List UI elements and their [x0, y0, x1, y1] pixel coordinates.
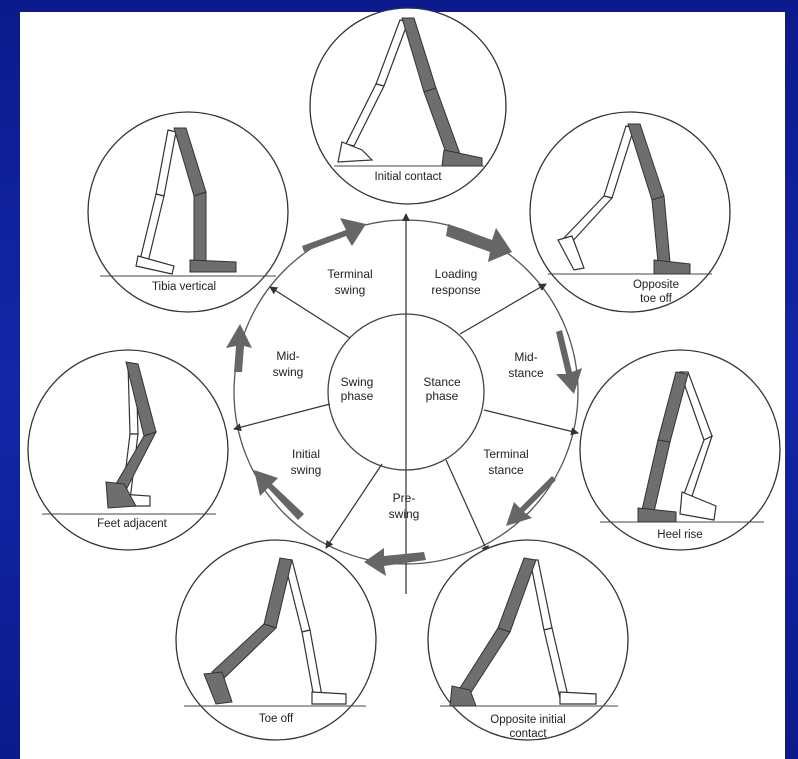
- terminal-stance-line2: stance: [488, 463, 524, 477]
- line-feet-adjacent: [234, 404, 330, 429]
- pre-swing-line2: swing: [389, 507, 420, 521]
- caption-opposite-initial-contact-2: contact: [509, 728, 547, 740]
- bubble-opposite-toe-off: Opposite toe off: [530, 112, 730, 312]
- loading-response-line1: Loading: [435, 267, 478, 281]
- line-opposite-initial-contact: [446, 460, 488, 553]
- caption-initial-contact: Initial contact: [374, 171, 442, 183]
- event-lines: [234, 214, 578, 594]
- line-toe-off: [326, 464, 382, 548]
- arrow-loading-response: [446, 224, 512, 262]
- arrow-mid-swing: [226, 324, 252, 372]
- bubble-heel-rise: Heel rise: [580, 350, 780, 550]
- caption-toe-off: Toe off: [259, 713, 294, 725]
- arrow-initial-swing: [254, 470, 304, 520]
- mid-stance-line1: Mid-: [514, 350, 537, 364]
- bubble-initial-contact: Initial contact: [310, 8, 506, 204]
- bubble-toe-off: Toe off: [176, 540, 376, 740]
- arrow-terminal-swing: [302, 218, 366, 252]
- initial-swing-line2: swing: [291, 463, 322, 477]
- caption-opposite-toe-off-1: Opposite: [633, 279, 679, 291]
- caption-opposite-toe-off-2: toe off: [640, 293, 673, 305]
- bubble-opposite-initial-contact: Opposite initial contact: [428, 540, 628, 740]
- initial-swing-line1: Initial: [292, 447, 320, 461]
- pre-swing-line1: Pre-: [393, 491, 416, 505]
- mid-swing-line1: Mid-: [276, 349, 299, 363]
- arrow-pre-swing: [364, 548, 426, 576]
- line-heel-rise: [484, 410, 578, 433]
- stance-phase-line2: phase: [426, 389, 459, 403]
- stance-phase-line1: Stance: [423, 375, 461, 389]
- mid-swing-line2: swing: [273, 365, 304, 379]
- terminal-stance-line1: Terminal: [483, 447, 528, 461]
- bubble-feet-adjacent: Feet adjacent: [28, 350, 228, 550]
- mid-stance-line2: stance: [508, 366, 544, 380]
- bubble-tibia-vertical: Tibia vertical: [88, 112, 288, 312]
- swing-phase-line2: phase: [341, 389, 374, 403]
- swing-phase-line1: Swing: [341, 375, 374, 389]
- caption-tibia-vertical: Tibia vertical: [152, 281, 216, 293]
- caption-heel-rise: Heel rise: [657, 529, 702, 541]
- bubble-circle: [176, 540, 376, 740]
- caption-feet-adjacent: Feet adjacent: [97, 518, 167, 530]
- caption-opposite-initial-contact-1: Opposite initial: [490, 714, 565, 726]
- loading-response-line2: response: [431, 283, 481, 297]
- terminal-swing-line1: Terminal: [327, 267, 372, 281]
- terminal-swing-line2: swing: [335, 283, 366, 297]
- arrow-terminal-stance: [506, 476, 556, 526]
